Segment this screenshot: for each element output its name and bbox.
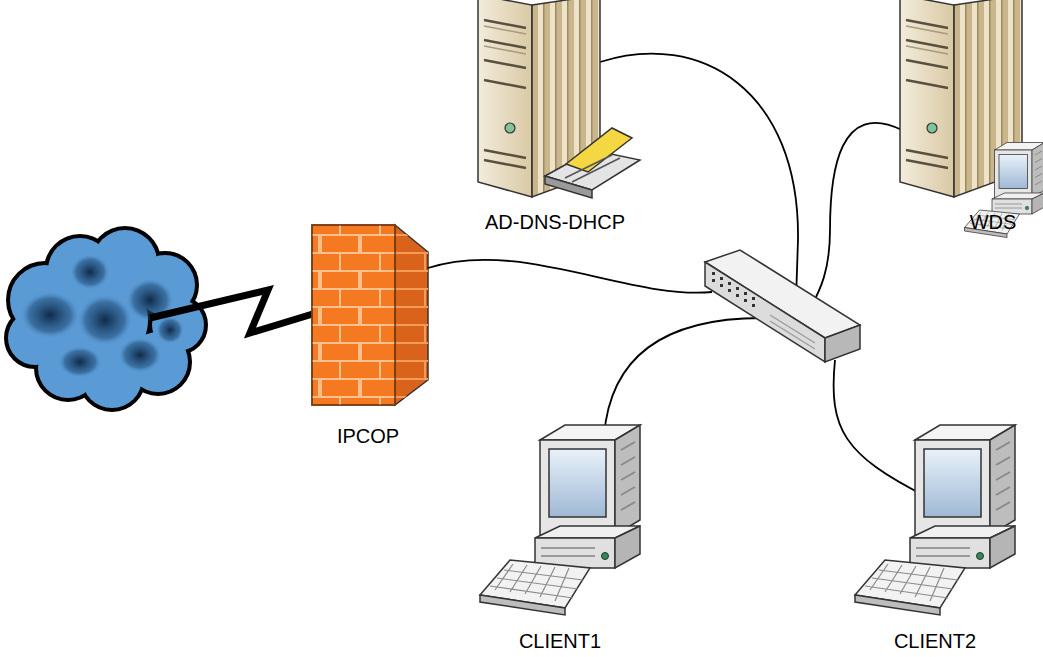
switch-symbol xyxy=(705,250,860,362)
device-name: IPCOP xyxy=(337,424,399,448)
device-name: CLIENT2 xyxy=(894,629,976,653)
computer-symbol xyxy=(855,425,1015,615)
device-name: WDS xyxy=(970,210,1017,234)
computer-symbol xyxy=(480,425,640,615)
wire xyxy=(834,360,925,496)
device-label: CLIENT2 xyxy=(892,629,978,653)
wire xyxy=(812,123,902,305)
device-label: AD-DNS-DHCP xyxy=(483,210,627,234)
device-label: IPCOP xyxy=(335,424,401,448)
wire xyxy=(600,54,798,300)
computer-symbol xyxy=(965,143,1043,238)
device-name: AD-DNS-DHCP xyxy=(485,210,625,234)
printer-symbol xyxy=(545,128,640,198)
device-name: CLIENT1 xyxy=(519,629,601,653)
device-label: WDS xyxy=(968,210,1019,234)
device-label: CLIENT1 xyxy=(517,629,603,653)
internet-cloud xyxy=(8,230,204,408)
wire xyxy=(604,318,762,436)
wire xyxy=(428,260,712,293)
firewall-symbol xyxy=(312,225,428,405)
